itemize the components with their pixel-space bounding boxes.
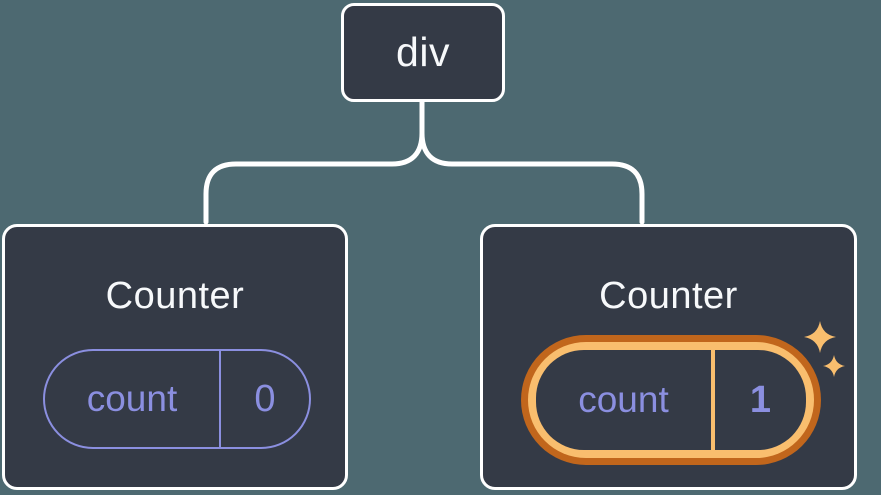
connector-branch-right bbox=[419, 130, 645, 225]
state-key-label: count bbox=[536, 350, 715, 450]
state-value: 1 bbox=[749, 378, 772, 421]
connector-branch-left bbox=[203, 130, 425, 225]
counter-card-right: Counter count 1 bbox=[480, 224, 857, 490]
root-node-label: div bbox=[396, 29, 450, 75]
state-pill: count 0 bbox=[43, 349, 311, 449]
state-value: 0 bbox=[254, 377, 276, 420]
state-key-label: count bbox=[45, 351, 221, 447]
state-pill-highlight-ring: count 1 bbox=[528, 342, 814, 458]
root-node-div: div bbox=[341, 3, 505, 102]
state-pill-inner: count 1 bbox=[536, 350, 806, 450]
state-pill-highlighted: count 1 bbox=[521, 335, 821, 465]
counter-card-title: Counter bbox=[105, 275, 245, 317]
counter-card-title: Counter bbox=[599, 275, 738, 317]
counter-card-left: Counter count 0 bbox=[2, 224, 348, 490]
